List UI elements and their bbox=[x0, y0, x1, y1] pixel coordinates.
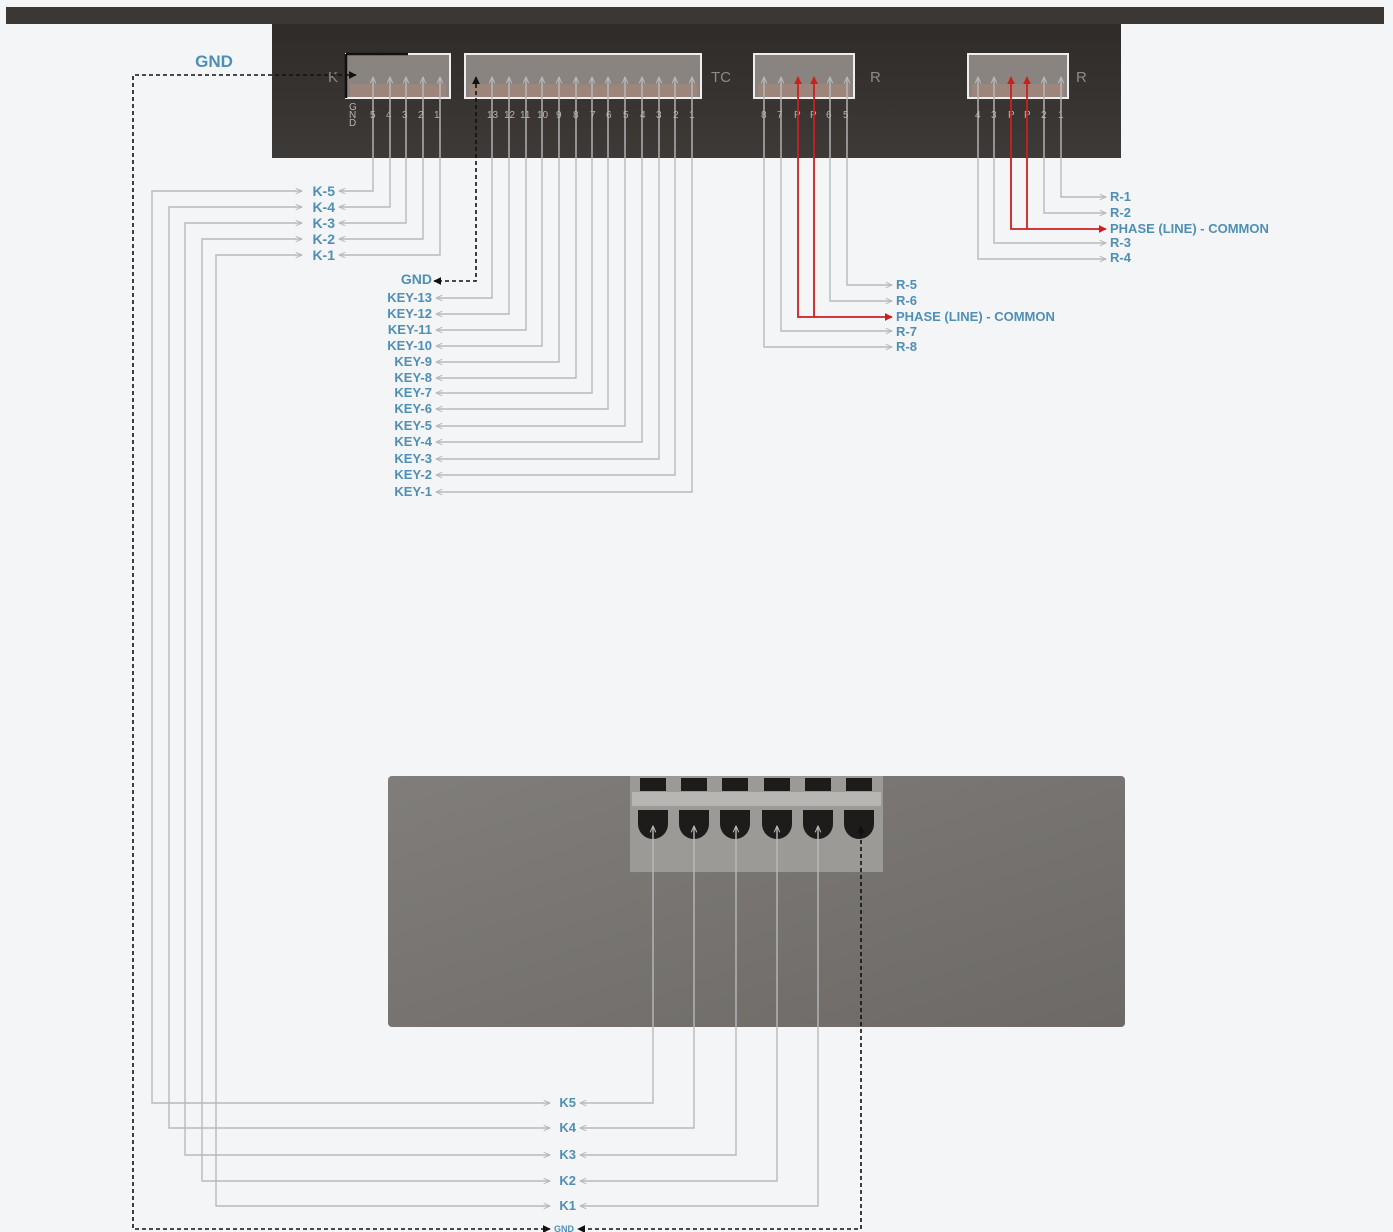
key-pin-6: 6 bbox=[606, 110, 612, 121]
label-phase-a: PHASE (LINE) - COMMON bbox=[1110, 221, 1269, 236]
label-key-11: KEY-11 bbox=[388, 322, 432, 337]
label-r5: R-5 bbox=[896, 277, 917, 292]
key-pin-4: 4 bbox=[640, 110, 646, 121]
relay-b-tag: R bbox=[870, 69, 881, 86]
k-connector bbox=[344, 52, 451, 99]
k-output-labels: K-5 K-4 K-3 K-2 K-1 bbox=[312, 183, 335, 263]
label-k5-keypad: K5 bbox=[559, 1095, 576, 1110]
key-input-labels: KEY-13 KEY-12 KEY-11 KEY-10 KEY-9 KEY-8 … bbox=[387, 290, 433, 499]
wire-r4 bbox=[978, 77, 1106, 259]
label-k1-panel: K-1 bbox=[312, 247, 335, 263]
k-pin-3: 3 bbox=[402, 110, 408, 121]
relay-connector-a bbox=[967, 53, 1069, 99]
top-rail bbox=[6, 7, 1384, 24]
wire-phase-a1 bbox=[1007, 76, 1107, 233]
label-k2-panel: K-2 bbox=[312, 231, 335, 247]
key-connector bbox=[464, 53, 702, 99]
label-r4: R-4 bbox=[1110, 250, 1132, 265]
k-connector-tag: K bbox=[328, 69, 338, 86]
label-key-2: KEY-2 bbox=[394, 467, 432, 482]
label-k2-keypad: K2 bbox=[559, 1173, 576, 1188]
key-pin-2: 2 bbox=[673, 110, 679, 121]
relay-b-pin-6: 6 bbox=[826, 110, 832, 121]
k-pin-1: 1 bbox=[434, 110, 440, 121]
label-k5-panel: K-5 bbox=[312, 183, 335, 199]
keypad-module bbox=[388, 776, 1125, 1027]
label-key-12: KEY-12 bbox=[387, 306, 432, 321]
key-pin-10: 10 bbox=[537, 110, 549, 121]
relay-b-wires bbox=[764, 76, 893, 347]
gnd-bottom-label: GND bbox=[554, 1224, 575, 1232]
relay-b-labels: R-5 R-6 PHASE (LINE) - COMMON R-7 R-8 bbox=[896, 277, 1055, 354]
key-pin-7: 7 bbox=[590, 110, 596, 121]
label-r1: R-1 bbox=[1110, 189, 1131, 204]
label-key-8: KEY-8 bbox=[394, 370, 432, 385]
label-k1-keypad: K1 bbox=[559, 1198, 576, 1213]
link-k2 bbox=[201, 239, 550, 1181]
label-r8: R-8 bbox=[896, 339, 917, 354]
label-r6: R-6 bbox=[896, 293, 917, 308]
label-k3-panel: K-3 bbox=[312, 215, 335, 231]
label-r7: R-7 bbox=[896, 324, 917, 339]
label-key-13: KEY-13 bbox=[387, 290, 432, 305]
label-key-10: KEY-10 bbox=[387, 338, 432, 353]
link-k1 bbox=[215, 255, 550, 1206]
label-phase-b: PHASE (LINE) - COMMON bbox=[896, 309, 1055, 324]
label-key-3: KEY-3 bbox=[394, 451, 432, 466]
key-pin-13: 13 bbox=[487, 110, 499, 121]
label-k4-keypad: K4 bbox=[559, 1120, 576, 1135]
k-link-wires bbox=[151, 191, 550, 1206]
label-key-5: KEY-5 bbox=[394, 418, 432, 433]
wire-key-1 bbox=[436, 77, 692, 492]
key-input-wires bbox=[436, 77, 692, 492]
label-key-4: KEY-4 bbox=[394, 434, 432, 449]
k-pin-4: 4 bbox=[386, 110, 392, 121]
relay-a-labels: R-1 R-2 PHASE (LINE) - COMMON R-3 R-4 bbox=[1110, 189, 1269, 265]
key-pin-12: 12 bbox=[504, 110, 516, 121]
gnd-top-label: GND bbox=[195, 52, 233, 71]
relay-a-wires bbox=[978, 76, 1107, 259]
label-k3-keypad: K3 bbox=[559, 1147, 576, 1162]
wire-r8 bbox=[764, 77, 892, 347]
label-key-6: KEY-6 bbox=[394, 401, 432, 416]
key-pin-5: 5 bbox=[623, 110, 629, 121]
tc-connector-tag: TC bbox=[711, 69, 731, 86]
relay-b-pin-5: 5 bbox=[843, 110, 849, 121]
keypad-output-labels: K5 K4 K3 K2 K1 bbox=[559, 1095, 576, 1213]
relay-b-pin-7: 7 bbox=[777, 110, 783, 121]
wire-phase-b1 bbox=[794, 76, 893, 321]
label-r2: R-2 bbox=[1110, 205, 1131, 220]
label-key-9: KEY-9 bbox=[394, 354, 432, 369]
relay-a-tag: R bbox=[1076, 69, 1087, 86]
label-key-1: KEY-1 bbox=[394, 484, 432, 499]
gnd-key-label: GND bbox=[401, 271, 432, 287]
label-key-7: KEY-7 bbox=[394, 385, 432, 400]
label-k4-panel: K-4 bbox=[312, 199, 335, 215]
k-pin-gnd-d: D bbox=[349, 118, 356, 129]
gnd-main-wire bbox=[132, 71, 551, 1232]
label-r3: R-3 bbox=[1110, 235, 1131, 250]
gnd-keypad-wire bbox=[577, 825, 865, 1232]
relay-connector-b bbox=[753, 53, 855, 99]
